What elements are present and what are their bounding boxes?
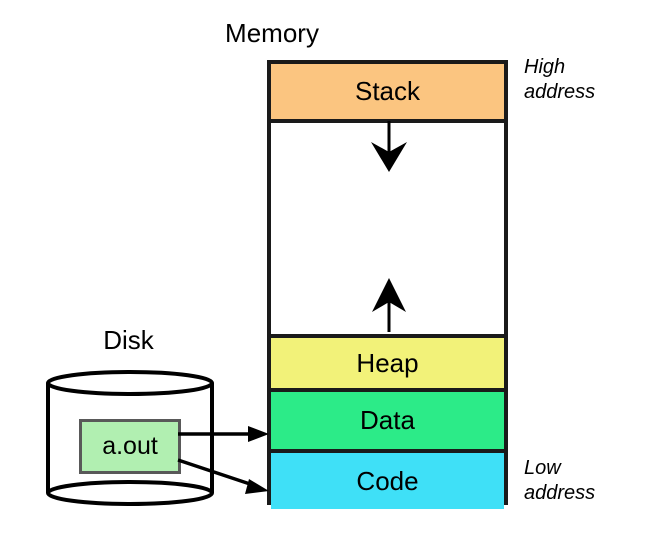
aout-file-box: a.out: [79, 419, 181, 474]
disk-title: Disk: [103, 325, 154, 355]
disk-bottom-ellipse: [46, 480, 214, 506]
memory-segment-data: Data: [271, 392, 504, 453]
low-address-label: Low address: [524, 457, 596, 504]
high-address-label: High address: [524, 56, 596, 103]
memory-segment-stack: Stack: [271, 64, 504, 123]
disk-cylinder: [46, 370, 214, 506]
memory-segment-gap: [271, 123, 504, 334]
memory-segment-code: Code: [271, 453, 504, 509]
disk-top-ellipse: [46, 370, 214, 396]
memory-segment-heap: Heap: [271, 334, 504, 392]
memory-column: Stack Heap Data Code: [267, 60, 508, 509]
memory-title: Memory: [225, 18, 319, 48]
